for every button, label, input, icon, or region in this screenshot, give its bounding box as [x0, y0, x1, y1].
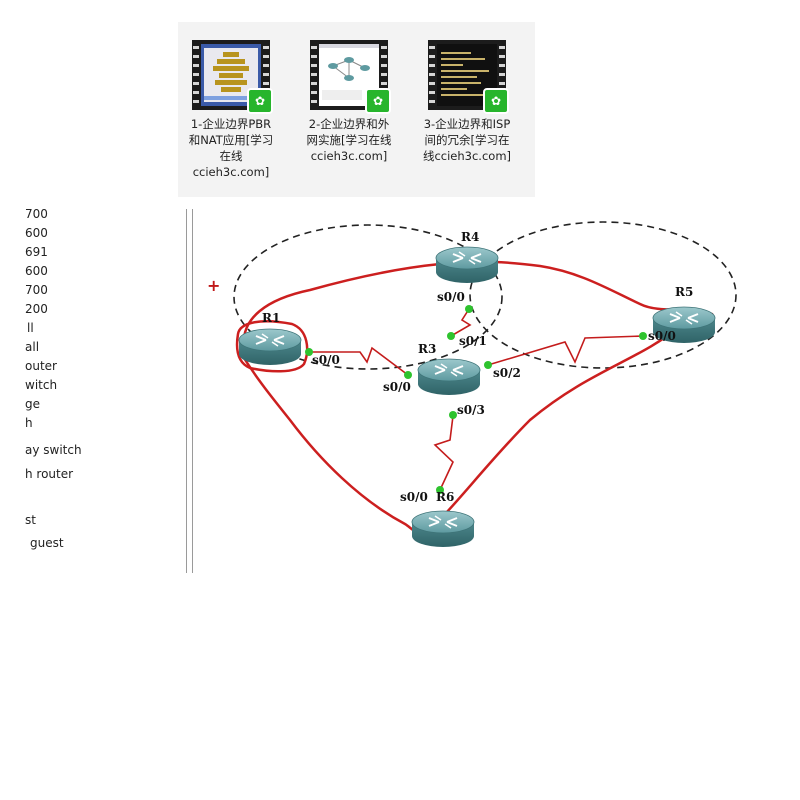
add-marker-icon: +: [207, 276, 221, 295]
list-item[interactable]: h router: [25, 467, 74, 481]
router-r4-icon: [435, 246, 499, 284]
link-r4-r3: [450, 308, 472, 337]
iface-r3-s02: s0/2: [493, 366, 521, 380]
serial-links: [309, 308, 644, 491]
list-item[interactable]: 600: [25, 264, 48, 278]
play-logo-icon: ✿: [483, 88, 509, 114]
as-boundary-left: [233, 224, 503, 370]
video-thumbnail-2[interactable]: ✿ 2-企业边界和外 网实施[学习在线 ccieh3c.com]: [307, 40, 392, 164]
video-thumbnail-3[interactable]: ✿ 3-企业边界和ISP 间的冗余[学习在 线ccieh3c.com]: [423, 40, 511, 164]
iface-r1-s00: s0/0: [312, 353, 340, 367]
video-caption-1[interactable]: 1-企业边界PBR 和NAT应用[学习 在线 ccieh3c.com]: [188, 117, 274, 179]
list-item[interactable]: 200: [25, 302, 48, 316]
list-item[interactable]: h: [25, 416, 33, 430]
network-topology-canvas[interactable]: R4 R5 R1 R3 R6 s0/0 s0/1 s0/0 s0/0 s0/2 …: [192, 205, 752, 575]
iface-r5-s00: s0/0: [648, 329, 676, 343]
video-caption-3[interactable]: 3-企业边界和ISP 间的冗余[学习在 线ccieh3c.com]: [422, 117, 512, 163]
redundancy-path-annotation: [242, 260, 714, 536]
router-label-r3: R3: [418, 342, 436, 356]
router-r3-icon: [417, 358, 481, 396]
play-logo-icon: ✿: [247, 88, 273, 114]
device-type-list: 700 600 691 600 700 200 ll all outer wit…: [0, 205, 120, 575]
list-item[interactable]: outer: [25, 359, 57, 373]
list-item[interactable]: 700: [25, 207, 48, 221]
film-frame: ✿: [192, 40, 273, 114]
router-label-r4: R4: [461, 230, 479, 244]
pane-splitter[interactable]: [186, 209, 193, 573]
list-item[interactable]: 691: [25, 245, 48, 259]
video-thumbnail-strip: ✿ 1-企业边界PBR 和NAT应用[学习 在线 ccieh3c.com]: [178, 22, 535, 197]
video-preview-1: [201, 44, 261, 106]
router-label-r1: R1: [262, 311, 280, 325]
router-r1-icon: [238, 328, 302, 366]
list-item[interactable]: ll: [27, 321, 34, 335]
film-frame: ✿: [310, 40, 391, 114]
r1-highlight-circle: [235, 320, 309, 373]
list-item[interactable]: all: [25, 340, 40, 354]
list-item[interactable]: 700: [25, 283, 48, 297]
iface-r3-s00: s0/0: [383, 380, 411, 394]
link-r3-r6: [433, 415, 454, 491]
as-boundary-right: [469, 221, 737, 369]
play-logo-icon: ✿: [365, 88, 391, 114]
interface-dots: [305, 305, 647, 494]
router-label-r6: R6: [436, 490, 454, 504]
list-item[interactable]: st: [25, 513, 36, 527]
router-r6-icon: [411, 510, 475, 548]
list-item[interactable]: witch: [25, 378, 58, 392]
list-item[interactable]: ay switch: [25, 443, 82, 457]
list-item[interactable]: 600: [25, 226, 48, 240]
video-thumbnail-1[interactable]: ✿ 1-企业边界PBR 和NAT应用[学习 在线 ccieh3c.com]: [189, 40, 273, 180]
list-item[interactable]: guest: [30, 536, 64, 550]
link-r1-r3: [309, 346, 409, 376]
iface-r6-s00: s0/0: [400, 490, 428, 504]
list-item[interactable]: ge: [25, 397, 40, 411]
iface-r4-s00: s0/0: [437, 290, 465, 304]
link-r3-r5: [487, 335, 644, 366]
iface-r3-s01: s0/1: [459, 334, 487, 348]
film-frame: ✿: [428, 40, 509, 114]
router-label-r5: R5: [675, 285, 693, 299]
video-caption-2[interactable]: 2-企业边界和外 网实施[学习在线 ccieh3c.com]: [306, 117, 392, 163]
iface-r3-s03: s0/3: [457, 403, 485, 417]
